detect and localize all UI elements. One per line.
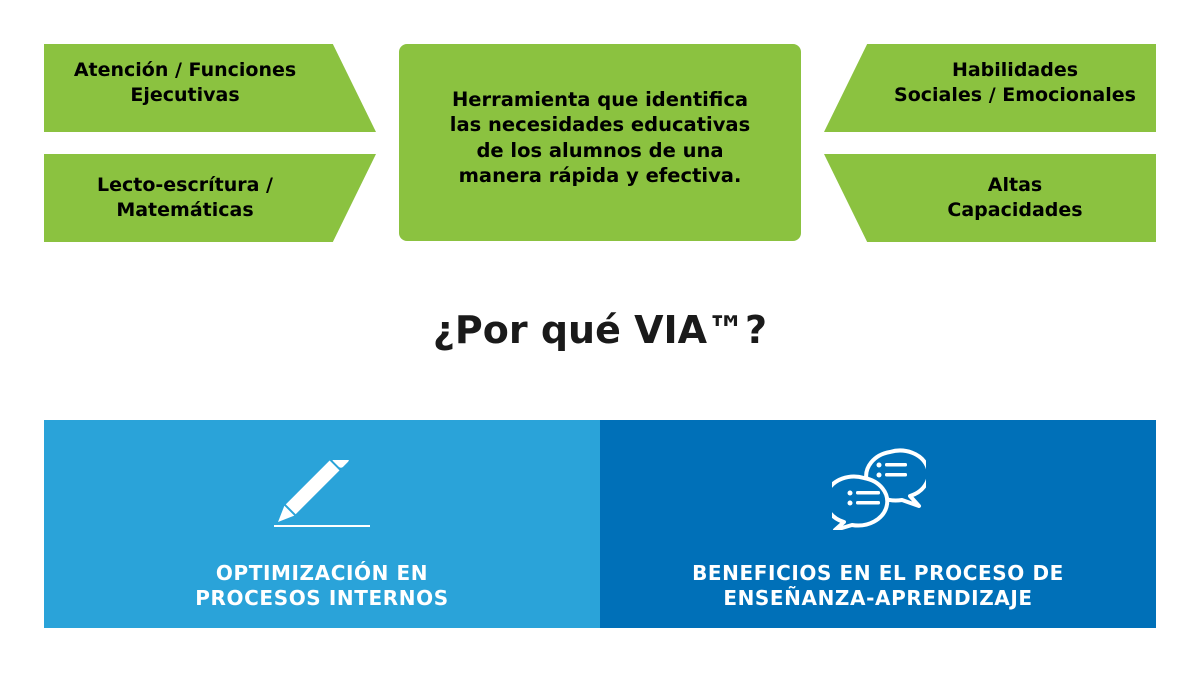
panel-beneficios-label: BENEFICIOS EN EL PROCESO DE ENSEÑANZA-AP… [692,561,1064,610]
chat-bubbles-icon [832,448,926,530]
box-altas-capacidades: Altas Capacidades [824,154,1156,242]
box-center-description: Herramienta que identifica las necesidad… [399,44,801,241]
panel-optimizacion-label: OPTIMIZACIÓN EN PROCESOS INTERNOS [195,561,449,610]
box-atencion-funciones: Atención / Funciones Ejecutivas [44,44,376,132]
panel-beneficios: BENEFICIOS EN EL PROCESO DE ENSEÑANZA-AP… [600,420,1156,628]
page-title: ¿Por qué VIA™? [432,308,768,352]
box-lecto-escritura: Lecto-escrítura / Matemáticas [44,154,376,242]
box-habilidades-sociales: Habilidades Sociales / Emocionales [824,44,1156,132]
panel-optimizacion: OPTIMIZACIÓN EN PROCESOS INTERNOS [44,420,600,628]
pencil-icon [274,460,370,527]
